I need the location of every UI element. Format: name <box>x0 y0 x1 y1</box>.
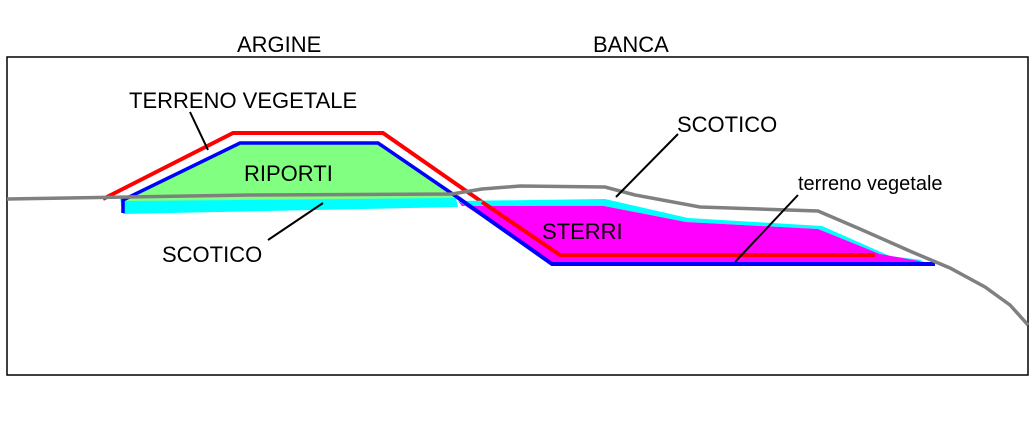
leader-scotico-left <box>267 202 324 241</box>
scotico-label-right: SCOTICO <box>677 112 777 137</box>
leader-terreno-vegetale-lower <box>734 194 799 263</box>
terreno-vegetale-line-sterri <box>480 200 875 257</box>
leader-terreno-vegetale-upper <box>189 111 209 151</box>
riporti-outline <box>121 141 458 213</box>
terreno-vegetale-label-upper: TERRENO VEGETALE <box>129 88 357 113</box>
ground-line <box>6 184 1030 327</box>
scotico-layer-right <box>458 199 922 264</box>
sterri-area <box>458 201 930 263</box>
riporti-label: RIPORTI <box>244 161 333 186</box>
riporti-area <box>125 144 455 201</box>
argine-header: ARGINE <box>237 32 321 57</box>
terreno-vegetale-label-lower: terreno vegetale <box>798 173 943 195</box>
banca-header: BANCA <box>593 32 669 57</box>
terreno-vegetale-line-argine <box>102 131 484 204</box>
sterri-label: STERRI <box>542 219 623 244</box>
excavation-line <box>455 195 935 266</box>
scotico-label-left: SCOTICO <box>162 242 262 267</box>
leader-scotico-right <box>615 133 679 198</box>
